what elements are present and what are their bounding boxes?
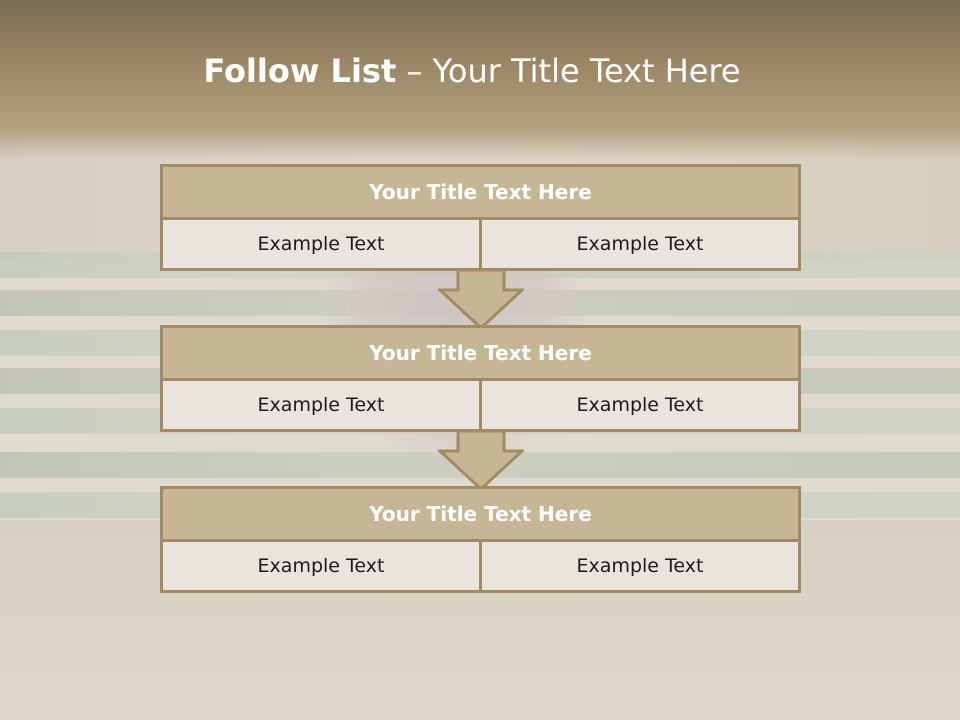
block-row: Example Text Example Text <box>160 542 801 593</box>
block-title: Your Title Text Here <box>160 164 801 220</box>
block-cell-left: Example Text <box>257 555 385 577</box>
title-rest: – Your Title Text Here <box>396 52 741 90</box>
title-bold: Follow List <box>203 52 397 90</box>
list-block-1: Your Title Text Here Example Text Exampl… <box>160 164 801 271</box>
list-block-3: Your Title Text Here Example Text Exampl… <box>160 486 801 593</box>
list-block-2: Your Title Text Here Example Text Exampl… <box>160 325 801 432</box>
block-row: Example Text Example Text <box>160 381 801 432</box>
slide-title: Follow List – Your Title Text Here <box>0 52 944 90</box>
block-cell-right: Example Text <box>479 542 798 590</box>
block-cell-left: Example Text <box>257 233 385 255</box>
block-title: Your Title Text Here <box>160 325 801 381</box>
block-cell-right: Example Text <box>479 220 798 268</box>
block-row: Example Text Example Text <box>160 220 801 271</box>
block-cell-left: Example Text <box>257 394 385 416</box>
block-cell-right: Example Text <box>479 381 798 429</box>
down-arrow-icon <box>438 270 524 330</box>
down-arrow-icon <box>438 431 524 491</box>
block-title: Your Title Text Here <box>160 486 801 542</box>
